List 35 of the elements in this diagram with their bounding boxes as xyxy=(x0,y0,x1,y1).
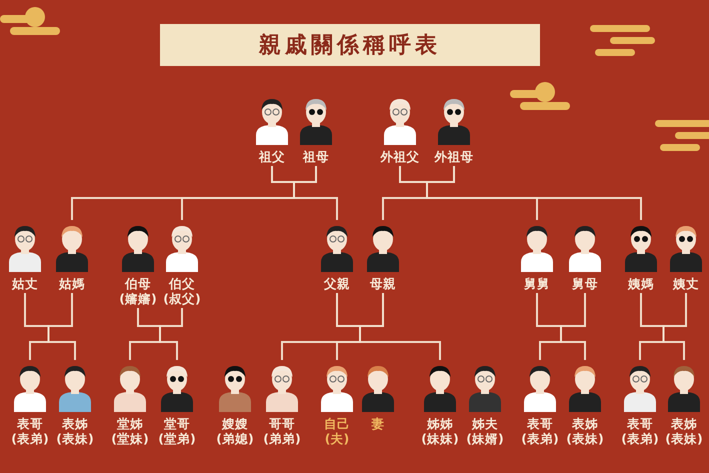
kinship-label: 表姊(表妹) xyxy=(566,416,604,446)
family-tree-line xyxy=(359,293,441,360)
kinship-label: 母親 xyxy=(369,276,397,291)
family-tree-line xyxy=(293,166,338,220)
kinship-label: 自己(夫) xyxy=(323,416,351,446)
kinship-label: 嫂嫂(弟媳) xyxy=(216,416,254,446)
kinship-label: 妻 xyxy=(370,416,386,431)
kinship-label: 表姊(表妹) xyxy=(56,416,94,446)
kinship-label: 祖母 xyxy=(303,149,329,164)
title-banner: 親戚關係稱呼表 xyxy=(160,24,540,66)
kinship-label: 伯父(叔父) xyxy=(162,276,202,306)
kinship-label: 祖父 xyxy=(259,149,285,164)
family-tree-line xyxy=(159,308,183,360)
family-tree-line xyxy=(662,293,687,360)
kinship-label: 堂姊(堂妹) xyxy=(110,416,150,446)
kinship-label: 姑媽 xyxy=(58,276,86,291)
kinship-label: 姨媽 xyxy=(626,276,655,291)
kinship-label: 舅母 xyxy=(571,276,599,291)
family-tree-line xyxy=(48,293,76,360)
family-tree-line xyxy=(560,293,586,360)
kinship-label: 姑丈 xyxy=(10,276,39,291)
kinship-label: 表哥(表弟) xyxy=(620,416,660,446)
kinship-label: 姨丈 xyxy=(672,276,700,291)
kinship-label: 外祖母 xyxy=(434,149,474,164)
kinship-label: 外祖父 xyxy=(380,149,420,164)
kinship-label: 姊姊(妹妹) xyxy=(420,416,460,446)
kinship-label: 哥哥(弟弟) xyxy=(262,416,302,446)
kinship-label: 表哥(表弟) xyxy=(520,416,560,446)
kinship-label: 父親 xyxy=(322,276,351,291)
kinship-label: 表哥(表弟) xyxy=(10,416,50,446)
kinship-label: 堂哥(堂弟) xyxy=(158,416,196,446)
kinship-label: 舅舅 xyxy=(523,276,551,291)
kinship-label: 表姊(表妹) xyxy=(664,416,704,446)
kinship-label: 姊夫(妹婿) xyxy=(466,416,504,446)
kinship-label: 伯母(嬸嬸) xyxy=(118,276,158,306)
